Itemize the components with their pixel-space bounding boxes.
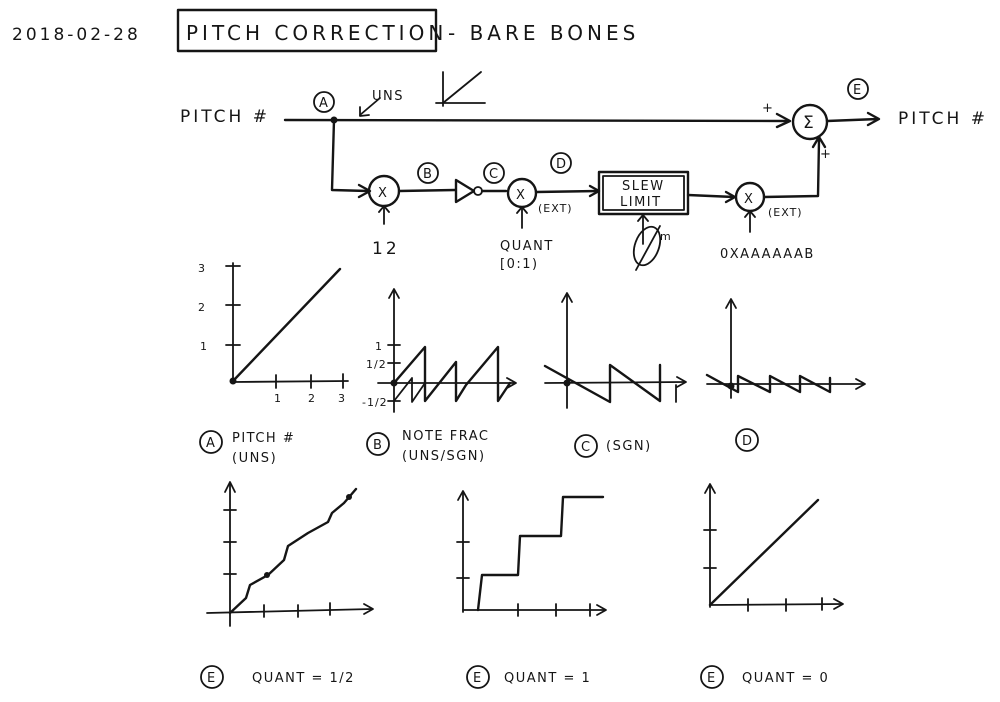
caption-e1-tag: E [207, 671, 217, 686]
plus-left: + [762, 101, 774, 116]
slew-limit-inner [602, 175, 685, 211]
node-a-tag: A [319, 96, 329, 111]
plot-b-yneghalf: -1/2 [362, 396, 388, 409]
sum-output-line [825, 117, 880, 123]
node-a-circle [313, 91, 335, 113]
plot-a-y3: 3 [198, 262, 206, 275]
line-slew-out [686, 193, 736, 199]
plot-d [705, 298, 866, 399]
plot-e-zero [703, 483, 844, 612]
node-c-tag: C [489, 167, 500, 182]
uns-note: UNS [372, 89, 404, 104]
plot-a-x2: 2 [308, 392, 316, 405]
uns-arrow-line [359, 97, 381, 116]
ramp-icon [435, 71, 486, 107]
feedback-line [762, 138, 821, 199]
plot-b-y1: 1 [375, 340, 383, 353]
caption-a-circle [199, 430, 223, 454]
multiplier-hex-symbol: X [744, 192, 754, 207]
caption-a-tag: A [206, 436, 216, 451]
title-box [176, 8, 438, 53]
plot-a-x3: 3 [338, 392, 346, 405]
caption-c-tag: C [581, 440, 592, 455]
caption-e2-tag: E [473, 671, 483, 686]
node-b-circle [417, 162, 439, 184]
slew-limit-block [597, 170, 690, 216]
line-b [397, 188, 457, 193]
line-d [534, 189, 600, 194]
page-subtitle: - BARE BONES [448, 21, 639, 45]
main-line-arrowhead [775, 112, 792, 129]
node-e-tag: E [853, 83, 863, 98]
plot-a-y2: 2 [198, 301, 206, 314]
node-e-circle [847, 78, 869, 100]
plot-e-half [206, 481, 374, 627]
caption-b-line2: (UNS/SGN) [402, 449, 486, 464]
caption-e3-tag: E [707, 671, 717, 686]
hex-input-head [744, 210, 756, 218]
branch-line [330, 118, 370, 193]
caption-e3-text: QUANT = 0 [742, 671, 829, 686]
slew-param-head [637, 214, 649, 222]
node-b-tag: B [423, 167, 433, 182]
ext-label-2: (EXT) [768, 206, 803, 219]
slew-line-2: LIMIT [620, 195, 662, 210]
caption-b-line1: NOTE FRAC [402, 429, 489, 444]
multiplier-12-symbol: X [378, 186, 388, 201]
uns-arrow-head [359, 106, 370, 117]
caption-d-circle [735, 428, 759, 452]
node-d-circle [550, 152, 572, 174]
main-signal-line [283, 118, 790, 123]
caption-e2-text: QUANT = 1 [504, 671, 591, 686]
multiplier-12-value: 12 [372, 239, 400, 259]
caption-b-tag: B [373, 438, 383, 453]
node-d-tag: D [556, 157, 568, 172]
caption-b-circle [366, 432, 390, 456]
caption-c-line1: (SGN) [606, 439, 652, 454]
slew-line-1: SLEW [622, 179, 665, 194]
plot-a-y1: 1 [200, 340, 208, 353]
slew-param-slash [635, 225, 661, 271]
quant-input-head [516, 206, 528, 214]
plot-a: 3 2 1 1 2 3 [198, 262, 349, 405]
plot-b-yhalf: 1/2 [366, 358, 387, 371]
caption-a-line1: PITCH # [232, 431, 295, 446]
sum-symbol: Σ [803, 113, 817, 133]
buffer-triangle [454, 178, 476, 204]
caption-e1-text: QUANT = 1/2 [252, 671, 355, 686]
caption-e1-circle [200, 665, 224, 689]
date-label: 2018-02-28 [12, 25, 141, 45]
hex-constant: 0XAAAAAAB [720, 247, 815, 262]
plus-bottom: + [820, 147, 832, 162]
multiplier-quant-symbol: X [516, 188, 526, 203]
output-pitch-label: PITCH # [898, 109, 988, 129]
caption-a-line2: (UNS) [232, 451, 277, 466]
page-title: PITCH CORRECTION [186, 21, 447, 45]
caption-e2-circle [466, 665, 490, 689]
multiplier-12-input-head [378, 205, 390, 213]
plot-e-one [456, 490, 607, 617]
plot-b: 1 1/2 -1/2 [362, 288, 517, 413]
slew-param-knob [632, 225, 662, 267]
input-pitch-label: PITCH # [180, 107, 270, 127]
plot-c [543, 292, 687, 409]
sum-output-head [866, 111, 881, 127]
quant-range: [0:1) [500, 257, 539, 272]
caption-e3-circle [700, 665, 724, 689]
quant-label: QUANT [500, 239, 554, 254]
slew-param-m: m [660, 230, 672, 243]
ext-label-1: (EXT) [538, 202, 573, 215]
caption-d-tag: D [742, 434, 754, 449]
caption-c-circle [574, 434, 598, 458]
plot-a-x1: 1 [274, 392, 282, 405]
node-c-circle [483, 162, 505, 184]
